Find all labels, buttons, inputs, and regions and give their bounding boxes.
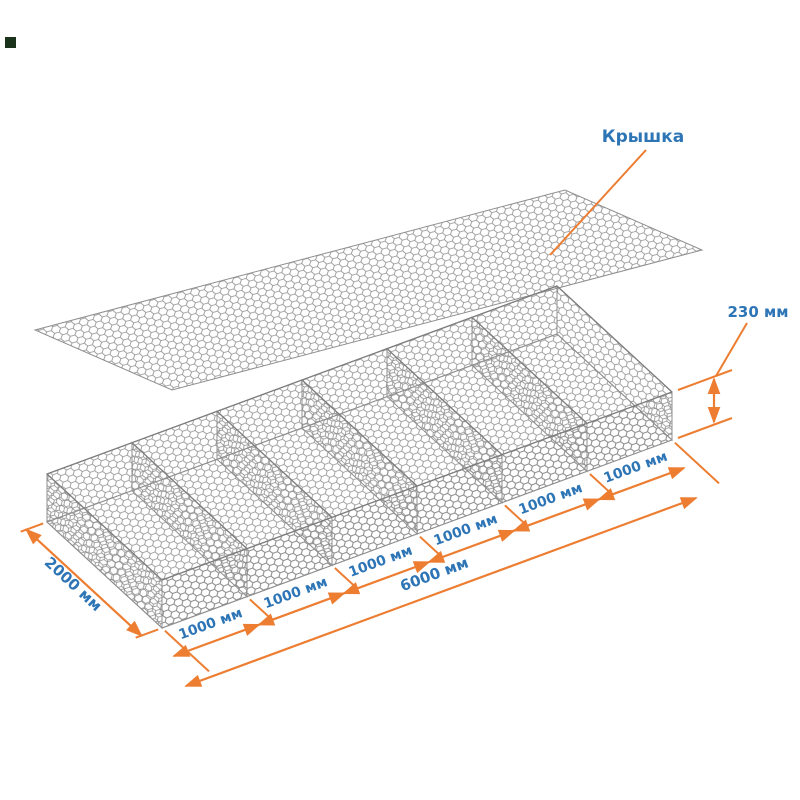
height-leader-line (715, 322, 748, 377)
depth-extension-left (20, 522, 44, 533)
lid-leader-line (549, 149, 647, 256)
lid-mesh-panel (33, 189, 704, 391)
segment-arrow (597, 466, 686, 501)
height-extension-top (677, 369, 733, 391)
length-dimension (184, 496, 698, 688)
segment-tick (674, 441, 720, 485)
depth-dimension (20, 522, 159, 639)
height-extension-bottom (677, 417, 733, 439)
height-dimension (677, 322, 748, 439)
box-rim-edges (46, 285, 673, 581)
lid-label: Крышка (602, 127, 685, 147)
height-label: 230 мм (727, 303, 788, 321)
lid-mesh-face (33, 189, 704, 391)
corner-artifact (5, 37, 16, 48)
depth-arrow (25, 528, 143, 637)
length-arrow (184, 496, 698, 688)
